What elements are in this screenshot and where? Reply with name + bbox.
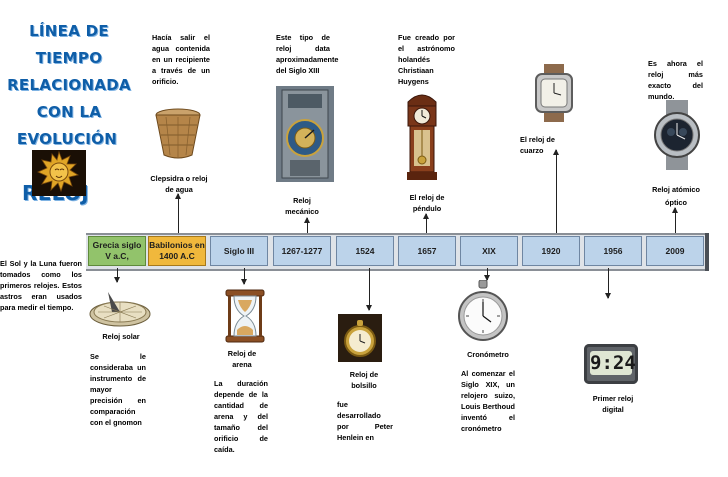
arrow-to-solar bbox=[114, 268, 120, 283]
atomico-caption: Reloj atómico óptico bbox=[652, 185, 700, 207]
clepsidra-caption: Clepsidra o reloj de agua bbox=[150, 174, 208, 194]
gnomon-description: Se le consideraba un instrumento de mayo… bbox=[90, 352, 146, 427]
title-line-1: LÍNEA DE TIEMPO bbox=[29, 22, 109, 67]
timeline-cell: 1920 bbox=[522, 236, 580, 266]
water-clock-basket-image bbox=[155, 108, 201, 159]
timeline-cell: XIX bbox=[460, 236, 518, 266]
digital-clock-image: 9:24 bbox=[584, 344, 638, 384]
mecanico-caption: Reloj mecánico bbox=[285, 196, 319, 216]
digital-caption: Primer reloj digital bbox=[592, 394, 634, 414]
arrow-to-bolsillo bbox=[366, 268, 372, 311]
digital-clock-display: 9:24 bbox=[590, 351, 636, 375]
quartz-watch-image bbox=[535, 64, 573, 122]
timeline-cell: Babilonios en 1400 A.C bbox=[148, 236, 206, 266]
pendulo-description: Fue creado por el astrónomo holandés Chr… bbox=[398, 33, 455, 86]
bolsillo-caption: Reloj de bolsillo bbox=[349, 370, 379, 390]
arrow-to-arena bbox=[241, 268, 247, 285]
timeline-cell: Grecia siglo V a.C, bbox=[88, 236, 146, 266]
timeline-cell: 1267-1277 bbox=[273, 236, 331, 266]
timeline-cell: 2009 bbox=[646, 236, 704, 266]
timeline-cell: 1956 bbox=[584, 236, 642, 266]
sundial-image bbox=[89, 292, 151, 327]
mechanical-clock-tower-image bbox=[276, 86, 334, 182]
intro-text: El Sol y la Luna fueron tomados como los… bbox=[0, 259, 82, 312]
arrow-to-clepsidra bbox=[175, 193, 181, 234]
atomico-description: Es ahora el reloj más exacto del mundo. bbox=[648, 59, 703, 101]
timeline-cell: 1657 bbox=[398, 236, 456, 266]
bolsillo-description: fue desarrollado por Peter Henlein en bbox=[337, 400, 393, 442]
timeline-end-cap bbox=[705, 233, 709, 271]
arena-caption: Reloj de arena bbox=[227, 349, 257, 369]
title-line-3: CON LA bbox=[36, 103, 102, 121]
pendulo-caption: El reloj de péndulo bbox=[409, 193, 445, 213]
arrow-to-atomico bbox=[672, 207, 678, 234]
timeline-cell: Siglo III bbox=[210, 236, 268, 266]
arrow-to-digital bbox=[605, 268, 611, 299]
pocket-watch-image bbox=[338, 314, 382, 362]
cuarzo-caption: El reloj de cuarzo bbox=[520, 135, 555, 155]
mecanico-description: Este tipo de reloj data aproximadamente … bbox=[276, 33, 339, 75]
stopwatch-image bbox=[458, 280, 508, 341]
arrow-to-cuarzo bbox=[553, 149, 559, 234]
title-line-2: RELACIONADA bbox=[7, 76, 131, 94]
arrow-to-mecanico bbox=[304, 217, 310, 234]
arrow-to-cronometro bbox=[484, 268, 490, 281]
timeline-cell: 1524 bbox=[336, 236, 394, 266]
cronometro-description: Al comenzar el Siglo XIX, un relojero su… bbox=[461, 369, 515, 433]
atomic-watch-image bbox=[654, 100, 700, 170]
cronometro-caption: Cronómetro bbox=[467, 350, 509, 359]
pendulum-clock-image bbox=[407, 94, 437, 180]
solar-caption: Reloj solar bbox=[102, 332, 140, 341]
sun-moon-image bbox=[32, 150, 86, 196]
arrow-to-pendulo bbox=[423, 213, 429, 234]
hourglass-image bbox=[225, 289, 265, 343]
clepsidra-description: Hacía salir el agua contenida en un reci… bbox=[152, 33, 210, 86]
arena-description: La duración depende de la cantidad de ar… bbox=[214, 379, 268, 454]
